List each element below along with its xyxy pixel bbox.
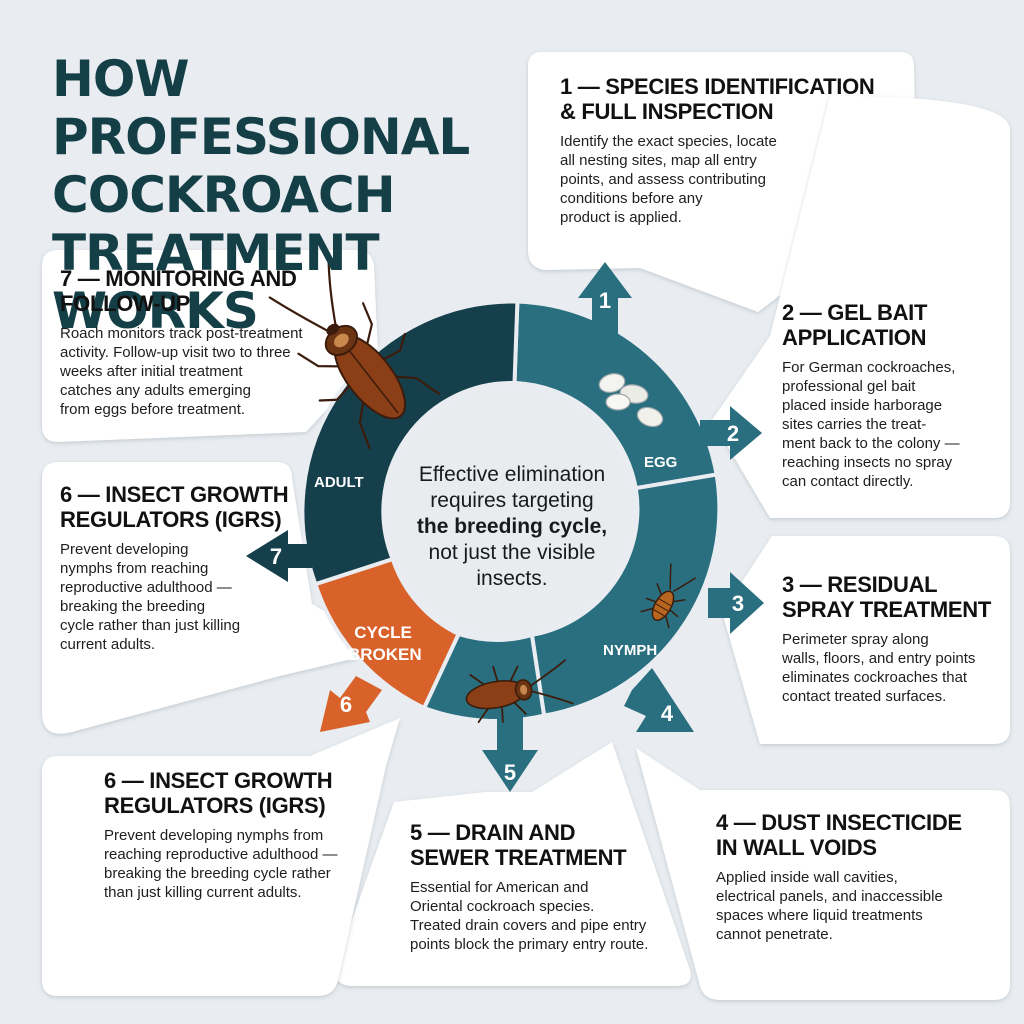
step-card-2: 2 — GEL BAIT APPLICATION For German cock… xyxy=(782,300,997,491)
arrow-number-7: 7 xyxy=(269,544,283,569)
cockroach-icon-lower xyxy=(465,659,574,724)
step-card-5: 5 — DRAIN AND SEWER TREATMENT Essential … xyxy=(410,820,680,954)
nymph-icon xyxy=(640,563,696,629)
step-6b-title: 6 — INSECT GROWTH REGULATORS (IGRS) xyxy=(104,768,333,818)
adult-cockroach-icon xyxy=(268,258,440,450)
center-circle xyxy=(384,385,636,637)
step-card-1: 1 — SPECIES IDENTIFICATION & FULL INSPEC… xyxy=(560,74,890,227)
arrow-number-3: 3 xyxy=(731,591,745,616)
step-1-title: 1 — SPECIES IDENTIFICATION & FULL INSPEC… xyxy=(560,74,875,124)
arrow-number-4: 4 xyxy=(660,701,674,726)
step-4-body: Applied inside wall cavities, electrical… xyxy=(716,869,943,943)
step-card-4: 4 — DUST INSECTICIDE IN WALL VOIDS Appli… xyxy=(716,810,1006,944)
label-cycle-broken: CYCLE BROKEN xyxy=(348,623,422,664)
step-card-6a: 6 — INSECT GROWTH REGULATORS (IGRS) Prev… xyxy=(60,482,290,654)
step-5-body: Essential for American and Oriental cock… xyxy=(410,879,649,953)
arrow-3-shape xyxy=(708,572,764,634)
card-2-bg xyxy=(712,96,1010,518)
arrow-number-5: 5 xyxy=(503,760,517,785)
step-card-6b: 6 — INSECT GROWTH REGULATORS (IGRS) Prev… xyxy=(104,768,354,902)
arrow-1-shape xyxy=(578,262,632,340)
step-7-body: Roach monitors track post-treatment acti… xyxy=(60,325,303,418)
arrow-number-1: 1 xyxy=(598,288,612,313)
label-nymph: NYMPH xyxy=(603,642,658,659)
arrow-6-shape xyxy=(320,676,382,732)
step-3-title: 3 — RESIDUAL SPRAY TREATMENT xyxy=(782,572,992,622)
page-title: HOW PROFESSIONAL COCKROACH TREATMENT WOR… xyxy=(52,50,470,340)
center-line-1: Effective elimination requires targeting xyxy=(418,463,606,512)
card-5-bg xyxy=(334,742,691,986)
step-6b-body: Prevent developing nymphs from reaching … xyxy=(104,827,338,901)
step-2-title: 2 — GEL BAIT APPLICATION xyxy=(782,300,928,350)
center-line-2: not just the visible insects. xyxy=(428,541,596,590)
card-4-bg xyxy=(636,748,1010,1000)
card-7-bg xyxy=(42,250,378,442)
arrow-5-shape xyxy=(482,716,538,792)
step-6a-title: 6 — INSECT GROWTH REGULATORS (IGRS) xyxy=(60,482,289,532)
step-6a-body: Prevent developing nymphs from reaching … xyxy=(60,541,241,653)
step-1-body: Identify the exact species, locate all n… xyxy=(560,133,777,226)
center-message: Effective elimination requires targeting… xyxy=(392,462,632,592)
label-egg: EGG xyxy=(644,454,678,471)
center-bold: the breeding cycle, xyxy=(416,515,608,538)
card-6a-bg xyxy=(42,462,390,734)
step-card-3: 3 — RESIDUAL SPRAY TREATMENT Perimeter s… xyxy=(782,572,1002,706)
card-3-bg xyxy=(722,536,1010,744)
egg-cluster-icon xyxy=(598,373,664,428)
arrow-number-2: 2 xyxy=(726,421,740,446)
step-3-body: Perimeter spray along walls, floors, and… xyxy=(782,631,976,705)
step-card-7: 7 — MONITORING AND FOLLOW-UP Roach monit… xyxy=(60,266,360,419)
ring-segment-nymph xyxy=(529,472,722,718)
arrow-2-shape xyxy=(700,406,762,460)
arrow-number-6: 6 xyxy=(339,692,353,717)
step-4-title: 4 — DUST INSECTICIDE IN WALL VOIDS xyxy=(716,810,962,860)
arrow-7-shape xyxy=(246,530,312,582)
label-adult: ADULT xyxy=(314,474,364,491)
arrow-4-shape xyxy=(624,668,694,732)
card-6b-bg xyxy=(42,718,400,996)
step-2-body: For German cockroaches, professional gel… xyxy=(782,359,960,490)
step-7-title: 7 — MONITORING AND FOLLOW-UP xyxy=(60,266,297,316)
step-5-title: 5 — DRAIN AND SEWER TREATMENT xyxy=(410,820,627,870)
